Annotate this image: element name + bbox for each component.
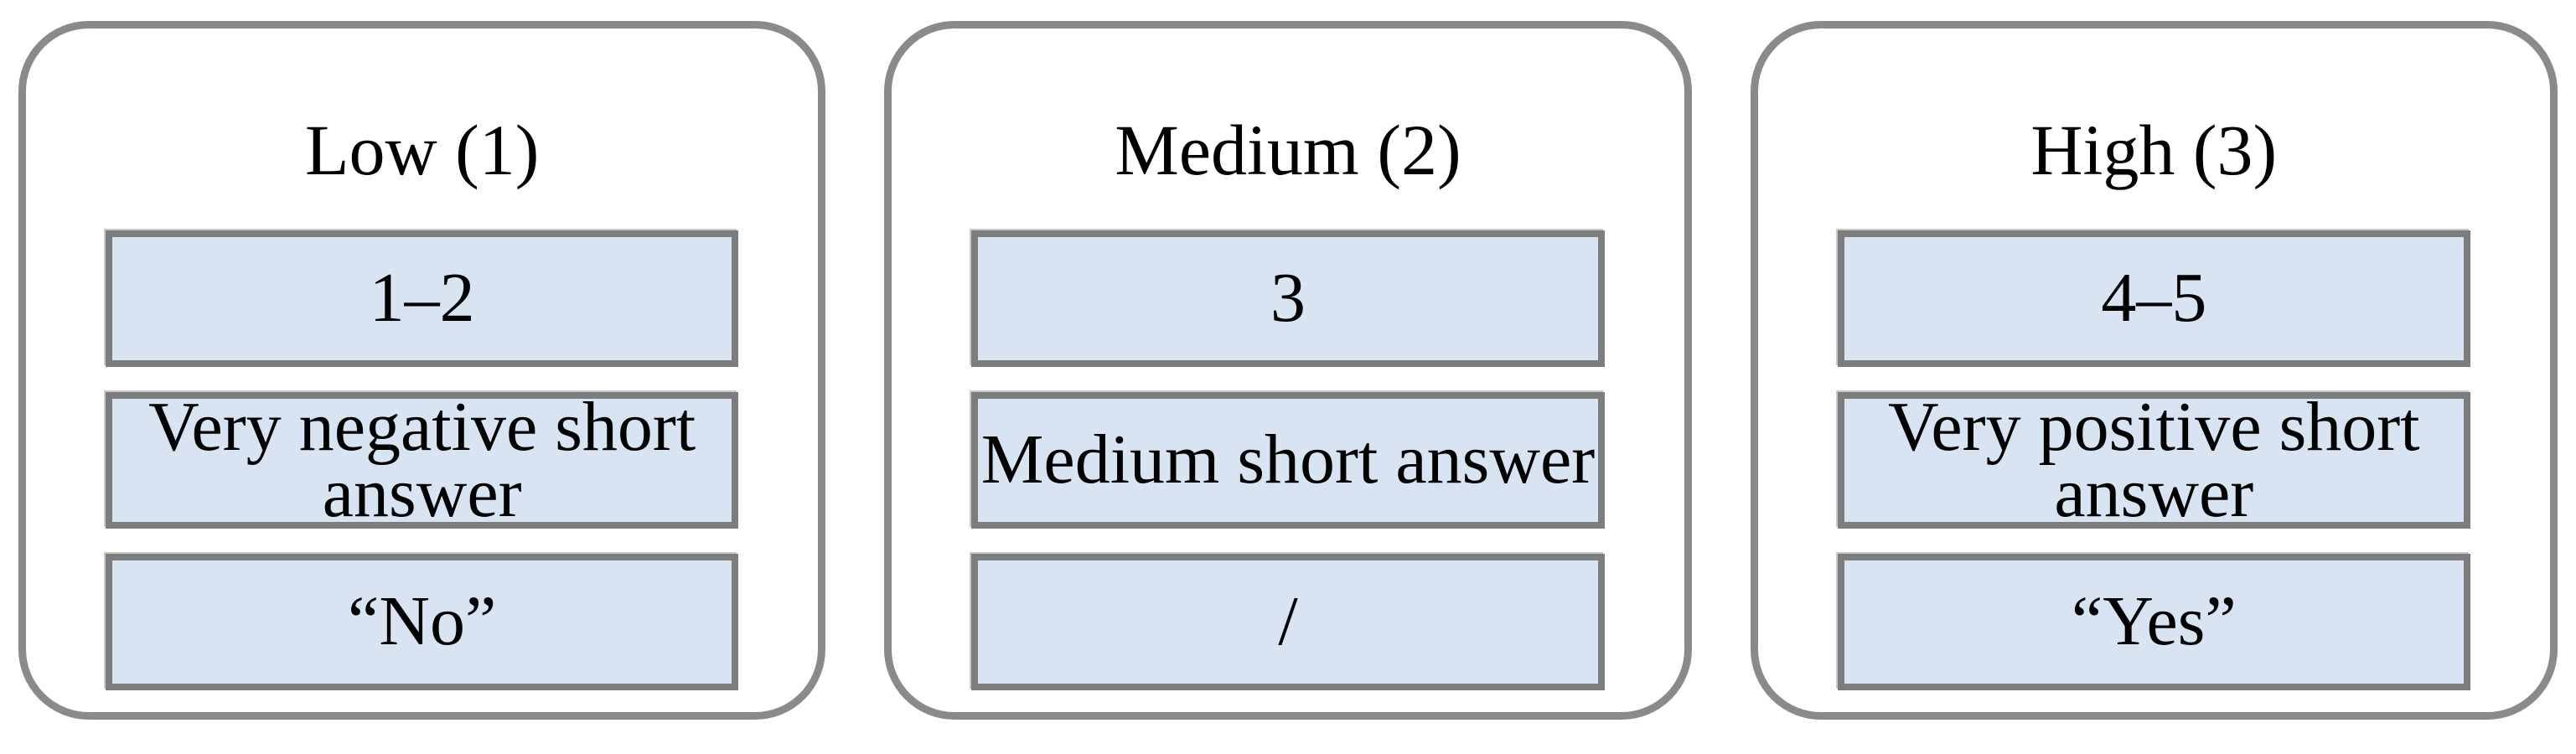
example-answer-box: “Yes” [1837, 553, 2470, 690]
short-answer-box: Medium short answer [971, 391, 1605, 529]
rating-range-box: 4–5 [1837, 230, 2470, 367]
panel-title: High (3) [2030, 110, 2278, 190]
short-answer-box: Very positive short answer [1837, 391, 2470, 529]
panel-boxes: 3 Medium short answer / [892, 230, 1684, 690]
panel-title: Medium (2) [1115, 110, 1461, 190]
panel-high: High (3) 4–5 Very positive short answer … [1750, 21, 2558, 720]
rating-range-box: 3 [971, 230, 1605, 367]
panel-boxes: 1–2 Very negative short answer “No” [26, 230, 818, 690]
panel-boxes: 4–5 Very positive short answer “Yes” [1758, 230, 2550, 690]
panels-row: Low (1) 1–2 Very negative short answer “… [18, 21, 2558, 720]
panel-title: Low (1) [304, 110, 540, 190]
rating-range-box: 1–2 [106, 230, 739, 367]
panel-low: Low (1) 1–2 Very negative short answer “… [18, 21, 826, 720]
example-answer-box: “No” [106, 553, 739, 690]
short-answer-box: Very negative short answer [106, 391, 739, 529]
panel-medium: Medium (2) 3 Medium short answer / [884, 21, 1692, 720]
example-answer-box: / [971, 553, 1605, 690]
